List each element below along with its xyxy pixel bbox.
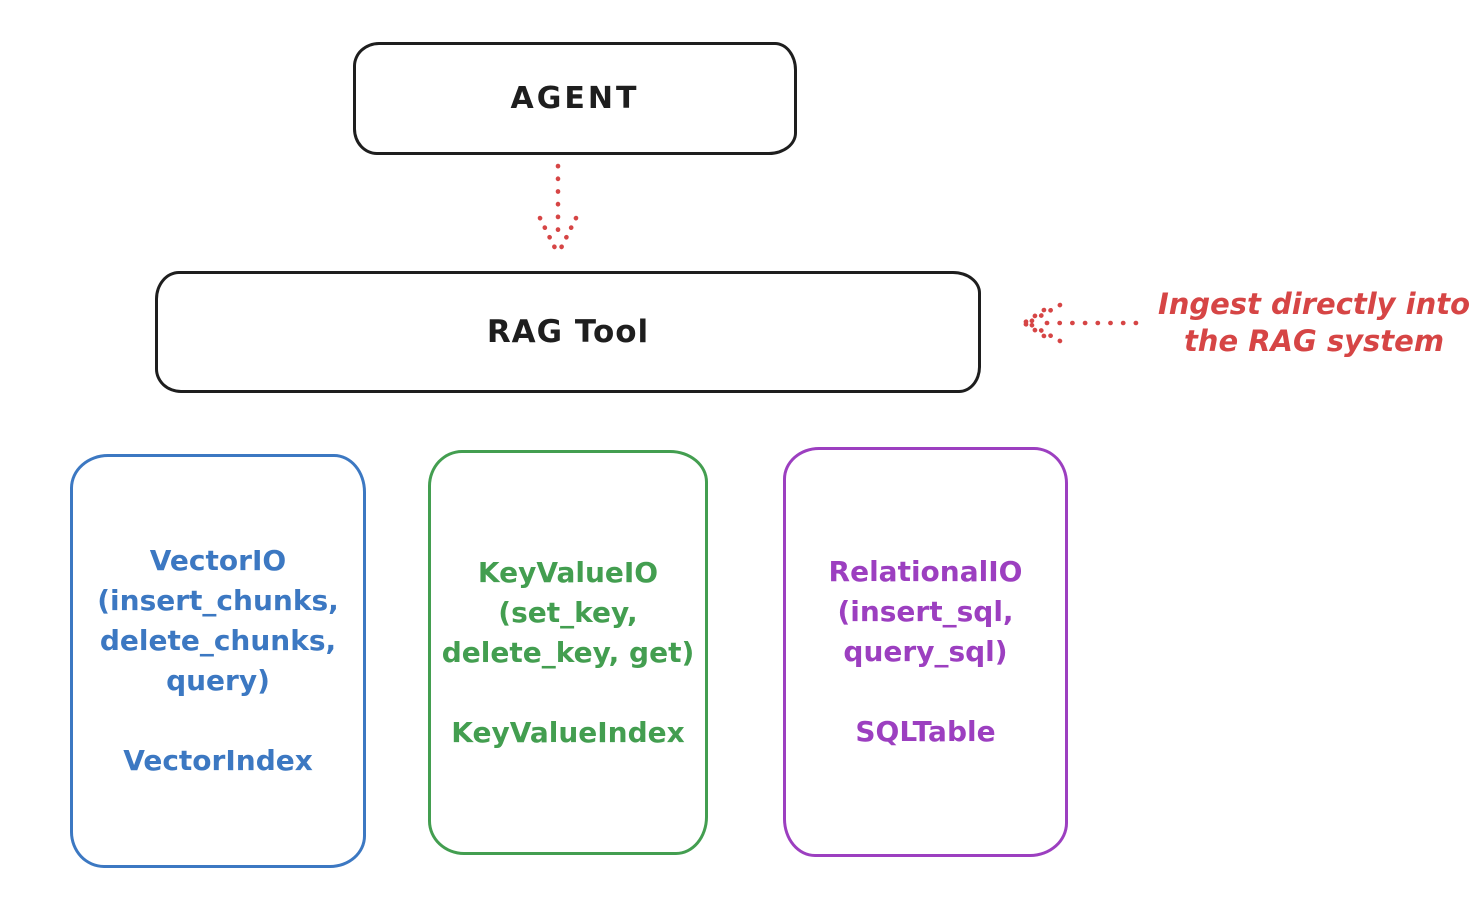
ingest-annotation-arrow-icon <box>1021 302 1139 344</box>
vector-io-method: (insert_chunks, <box>97 584 339 617</box>
key-value-io-node: KeyValueIO (set_key, delete_key, get) Ke… <box>428 450 708 855</box>
ingest-annotation-line2: the RAG system <box>1183 324 1445 358</box>
rag-tool-node: RAG Tool <box>155 271 981 393</box>
key-value-io-method: (set_key, <box>498 595 638 629</box>
relational-io-title: RelationalIO <box>828 555 1023 588</box>
vector-io-method: query) <box>166 664 270 697</box>
vector-io-method: delete_chunks, <box>99 624 337 657</box>
vector-index-label: VectorIndex <box>123 744 313 777</box>
agent-node: AGENT <box>353 42 797 155</box>
key-value-io-title: KeyValueIO <box>477 555 659 589</box>
key-value-io-method: delete_key, get) <box>441 635 695 669</box>
key-value-index-label: KeyValueIndex <box>451 715 685 749</box>
relational-io-node: RelationalIO (insert_sql, query_sql) SQL… <box>783 447 1068 857</box>
agent-to-rag-tool-arrow-icon <box>537 163 579 253</box>
vector-io-node: VectorIO (insert_chunks, delete_chunks, … <box>70 454 366 868</box>
vector-io-title: VectorIO <box>149 544 287 577</box>
relational-io-method: query_sql) <box>843 635 1008 668</box>
sql-table-label: SQLTable <box>855 715 996 748</box>
agent-label: AGENT <box>510 81 640 116</box>
relational-io-method: (insert_sql, <box>837 595 1014 628</box>
rag-tool-label: RAG Tool <box>486 314 650 350</box>
ingest-annotation-line1: Ingest directly into <box>1157 287 1471 321</box>
ingest-annotation: Ingest directly into the RAG system <box>1138 286 1484 360</box>
